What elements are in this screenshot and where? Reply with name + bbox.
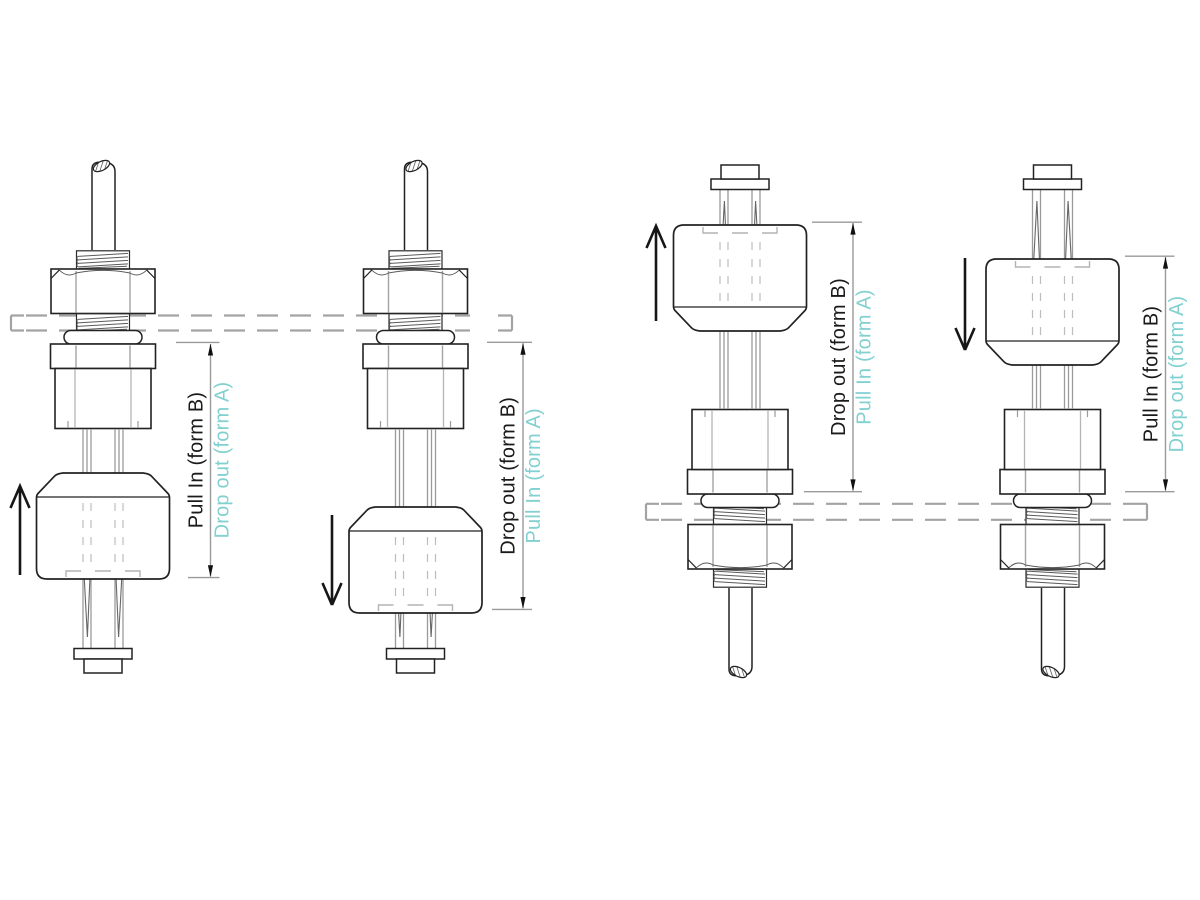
arrow-down-icon bbox=[954, 258, 976, 351]
form-a-label: Drop out (form A) bbox=[1166, 296, 1188, 453]
figure-1-upright-float-raised: Pull In (form B) Drop out (form A) bbox=[9, 158, 234, 673]
form-a-label: Pull In (form A) bbox=[523, 408, 545, 543]
arrow-up-icon bbox=[645, 222, 667, 321]
form-a-label: Drop out (form A) bbox=[212, 382, 234, 539]
dimension-indicator bbox=[487, 341, 532, 611]
dimension-indicator bbox=[1125, 255, 1175, 493]
figure-4-inverted-float-lowered: Pull In (form B) Drop out (form A) bbox=[954, 165, 1188, 680]
arrow-up-icon bbox=[9, 482, 31, 575]
dimension-indicator bbox=[804, 221, 862, 493]
figure-2-upright-float-lowered: Drop out (form B) Pull In (form A) bbox=[321, 158, 545, 673]
arrow-down-icon bbox=[321, 515, 343, 606]
figure-3-inverted-float-raised: Drop out (form B) Pull In (form A) bbox=[645, 165, 876, 680]
form-b-label: Drop out (form B) bbox=[828, 278, 850, 436]
form-b-label: Pull In (form B) bbox=[186, 392, 208, 529]
dimension-indicator bbox=[176, 341, 220, 579]
form-b-label: Drop out (form B) bbox=[498, 397, 520, 555]
form-a-label: Pull In (form A) bbox=[854, 289, 876, 424]
form-b-label: Pull In (form B) bbox=[1141, 306, 1163, 443]
